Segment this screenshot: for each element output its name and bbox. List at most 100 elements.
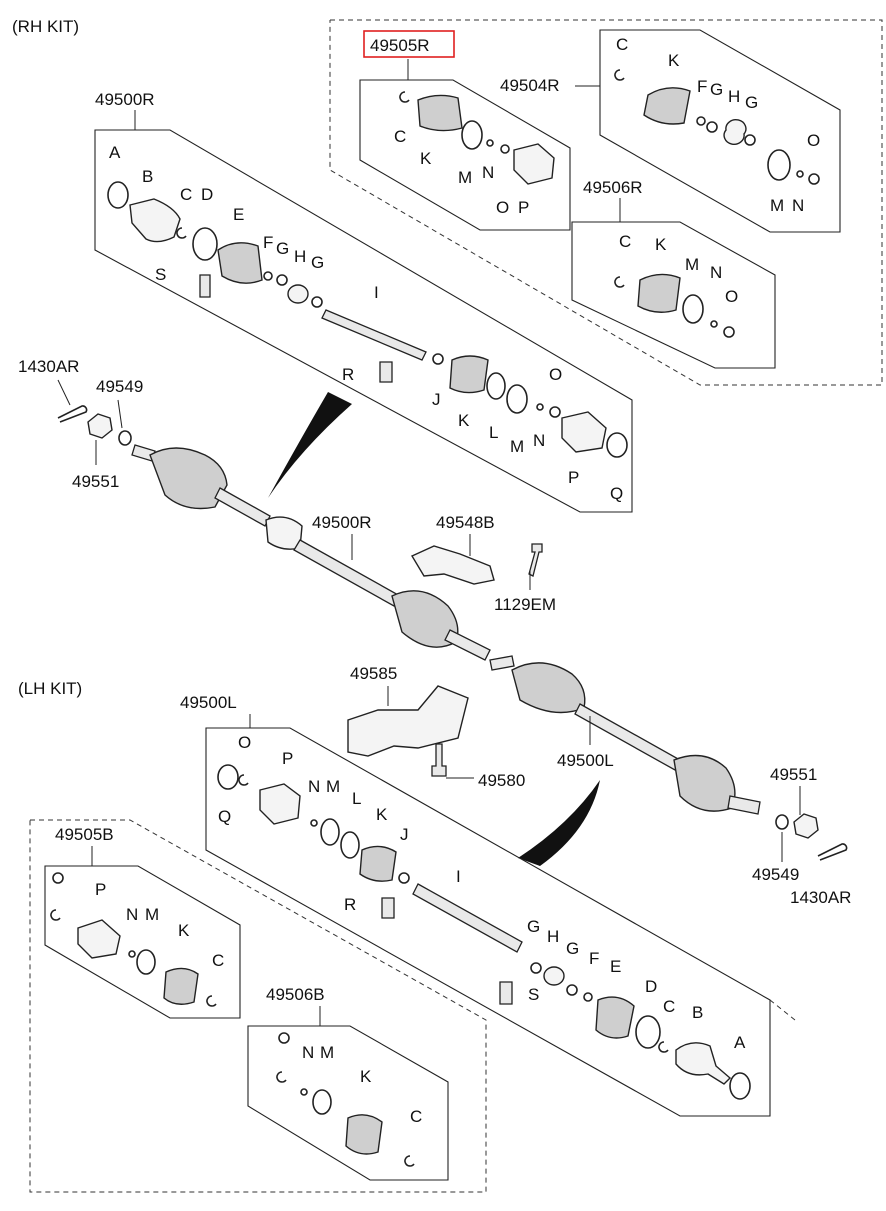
part-number-49549-left[interactable]: 49549 — [96, 377, 143, 396]
label-H-49504R: H — [728, 87, 740, 106]
label-L-49500R: L — [489, 423, 498, 442]
part-number-49551-right[interactable]: 49551 — [770, 765, 817, 784]
part-number-49500R-mid[interactable]: 49500R — [312, 513, 372, 532]
label-K-49505B: K — [178, 921, 190, 940]
label-K-49500L: K — [376, 805, 388, 824]
label-G2-49504R: G — [745, 93, 758, 112]
part-number-49506B[interactable]: 49506B — [266, 985, 325, 1004]
part-number-1430AR-left[interactable]: 1430AR — [18, 357, 79, 376]
label-C-49506R: C — [619, 232, 631, 251]
part-number-1129EM[interactable]: 1129EM — [494, 595, 556, 614]
label-H-49500L: H — [547, 927, 559, 946]
label-N-49506R: N — [710, 263, 722, 282]
frame-49500L — [205, 727, 771, 1117]
label-N-49505R: N — [482, 163, 494, 182]
part-number-49500L-box[interactable]: 49500L — [180, 693, 237, 712]
label-C-49500L: C — [663, 997, 675, 1016]
nut-49551-right — [793, 813, 819, 839]
label-L-49500L: L — [352, 789, 361, 808]
label-D-49500L: D — [645, 977, 657, 996]
label-C-49506B: C — [410, 1107, 422, 1126]
label-C-49500R: C — [180, 185, 192, 204]
label-N-49504R: N — [792, 196, 804, 215]
part-number-49505R[interactable]: 49505R — [370, 36, 430, 55]
label-C-49505B: C — [212, 951, 224, 970]
label-K-49500R: K — [458, 411, 470, 430]
label-Q-49500R: Q — [610, 484, 623, 503]
label-S-49500R: S — [155, 265, 166, 284]
part-number-1430AR-right[interactable]: 1430AR — [790, 888, 851, 907]
frame-49506R — [571, 221, 776, 369]
lh-kit-heading: (LH KIT) — [18, 679, 82, 698]
label-F-49500R: F — [263, 233, 273, 252]
label-G-49500R: G — [276, 239, 289, 258]
parts-49505R — [399, 91, 555, 185]
label-M-49506R: M — [685, 255, 699, 274]
label-B-49500R: B — [142, 167, 153, 186]
label-I-49500R: I — [374, 283, 379, 302]
label-K-49504R: K — [668, 51, 680, 70]
label-S-49500L: S — [528, 985, 539, 1004]
label-M-49506B: M — [320, 1043, 334, 1062]
part-number-49551-left[interactable]: 49551 — [72, 472, 119, 491]
frame-49505B — [44, 865, 241, 1019]
label-N-49500R: N — [533, 431, 545, 450]
explode-wedge-bottom — [518, 780, 600, 866]
left-hardware — [57, 379, 132, 465]
part-number-49505B[interactable]: 49505B — [55, 825, 114, 844]
label-A-49500R: A — [109, 143, 121, 162]
label-Q-49500L: Q — [218, 807, 231, 826]
part-number-49585[interactable]: 49585 — [350, 664, 397, 683]
label-E-49500R: E — [233, 205, 244, 224]
frame-49506B — [247, 1025, 449, 1181]
label-O-49500R: O — [549, 365, 562, 384]
label-N-49500L: N — [308, 777, 320, 796]
part-number-49506R[interactable]: 49506R — [583, 178, 643, 197]
label-N-49506B: N — [302, 1043, 314, 1062]
label-J-49500R: J — [432, 390, 441, 409]
cotter-pin-right — [817, 843, 848, 861]
lh-kit-dashed-outline — [29, 819, 487, 1193]
frame-49505R — [359, 79, 571, 231]
label-E-49500L: E — [610, 957, 621, 976]
label-O-49505R: O — [496, 198, 509, 217]
label-P-49500L: P — [282, 749, 293, 768]
parts-49506B — [276, 1032, 415, 1167]
part-number-49500L-mid[interactable]: 49500L — [557, 751, 614, 770]
label-G-49504R: G — [710, 80, 723, 99]
bolt-49580 — [431, 743, 447, 777]
label-K-49506B: K — [360, 1067, 372, 1086]
explode-wedge-top — [268, 392, 352, 498]
label-C-49505R: C — [394, 127, 406, 146]
lh-driveshaft — [489, 655, 761, 815]
parts-49504R — [614, 69, 820, 185]
washer-49549-right — [775, 814, 789, 830]
label-J-49500L: J — [400, 825, 409, 844]
label-G-49500L: G — [527, 917, 540, 936]
parts-49500R — [107, 181, 628, 458]
label-P-49505B: P — [95, 880, 106, 899]
parts-49500L — [217, 764, 751, 1100]
label-B-49500L: B — [692, 1003, 703, 1022]
bolt-1129EM — [528, 543, 543, 577]
label-H-49500R: H — [294, 247, 306, 266]
parts-49505B — [50, 872, 217, 1007]
part-number-49580[interactable]: 49580 — [478, 771, 525, 790]
bracket-49548B — [410, 545, 495, 585]
label-N-49505B: N — [126, 905, 138, 924]
part-number-49504R[interactable]: 49504R — [500, 76, 560, 95]
label-I-49500L: I — [456, 867, 461, 886]
rh-driveshaft — [131, 444, 491, 661]
label-R-49500R: R — [342, 365, 354, 384]
part-number-49500R-top[interactable]: 49500R — [95, 90, 155, 109]
label-P-49505R: P — [518, 198, 529, 217]
label-K-49505R: K — [420, 149, 432, 168]
part-number-49548B[interactable]: 49548B — [436, 513, 495, 532]
part-number-49549-right[interactable]: 49549 — [752, 865, 799, 884]
label-P-49500R: P — [568, 468, 579, 487]
bracket-49585 — [347, 685, 469, 757]
label-K-49506R: K — [655, 235, 667, 254]
label-F-49504R: F — [697, 77, 707, 96]
label-A-49500L: A — [734, 1033, 746, 1052]
